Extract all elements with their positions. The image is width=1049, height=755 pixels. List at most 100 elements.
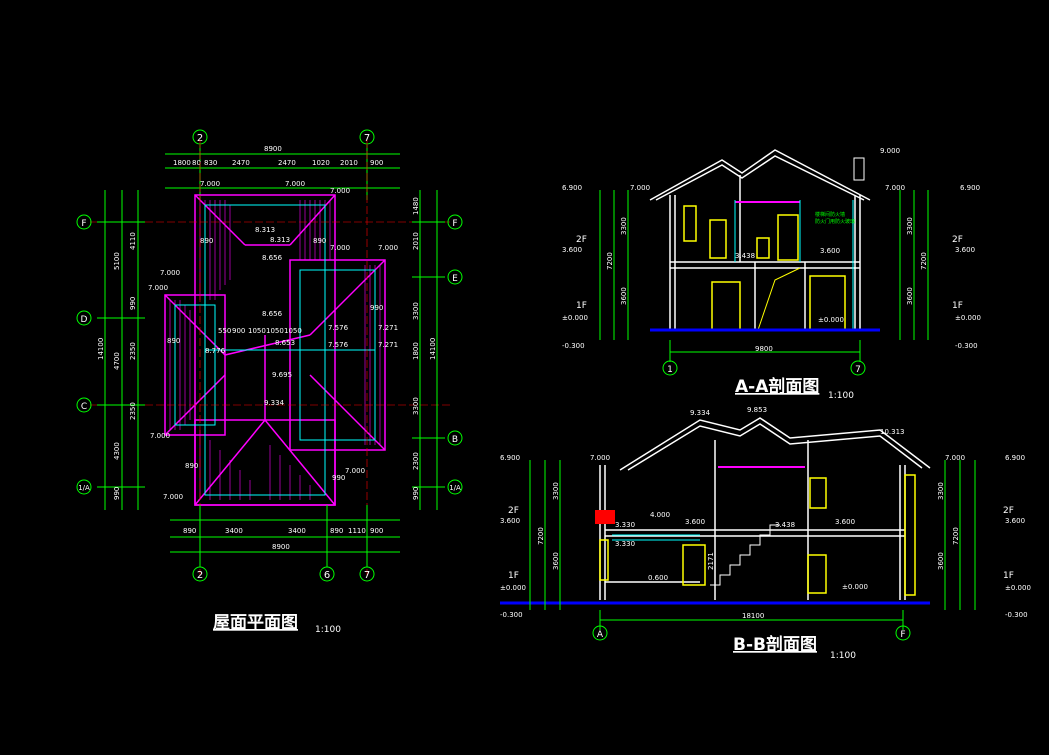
roof-left-d5: 2350 [129,342,137,360]
roof-plan-top-total: 8900 [264,145,282,153]
roof-plan-walls [174,204,376,496]
aa-level-r4: ±0.000 [955,314,981,322]
svg-text:1/A: 1/A [78,484,90,492]
bb-roof-2: 10.313 [880,428,905,436]
roof-dim-b5: 900 [370,527,383,535]
section-bb-cyan-frame [612,534,700,541]
axis-bubble-right-b: B [447,430,463,446]
svg-text:7: 7 [364,133,370,144]
roof-inner-6: 890 [313,237,326,245]
roof-inner-10: 990 [332,474,345,482]
aa-floor-0: 3.438 [735,252,755,260]
roof-left-d0: 5100 [113,252,121,270]
aa-level-l1: 2F [576,235,587,245]
bb-dim-l2: 3600 [552,552,560,570]
aa-level-l3: 1F [576,301,587,311]
svg-text:7: 7 [364,570,370,581]
roof-left-d2: 4700 [113,352,121,370]
bb-dim-r0: 7200 [952,527,960,545]
bb-level-l0: 6.900 [500,454,520,462]
bb-dim-l0: 7200 [537,527,545,545]
bb-eave-left: 7.000 [590,454,610,462]
aa-dim-l0: 7200 [606,252,614,270]
roof-inner-5: 890 [200,237,213,245]
bb-total: 18100 [742,612,764,620]
bb-floor-7: ±0.000 [842,583,868,591]
roof-left-d3: 4110 [129,232,137,250]
roof-inner-9: 990 [370,304,383,312]
svg-text:A: A [597,630,604,640]
roof-note-7: 9.334 [264,399,285,407]
roof-left-d4: 990 [129,297,137,310]
roof-elev-7: 7.000 [150,432,170,440]
bb-dim-l1: 3300 [552,482,560,500]
svg-text:F: F [81,219,86,229]
roof-elev-2: 7.000 [330,187,350,195]
svg-text:B: B [452,435,458,445]
roof-note-0: 8.313 [255,226,275,234]
bb-level-l5: -0.300 [500,611,523,619]
bb-level-r1: 2F [1003,506,1014,516]
roof-dim-t2: 830 [204,159,217,167]
roof-left-total: 14100 [97,338,105,360]
roof-elev-8: 7.000 [163,493,183,501]
section-aa-scale: 1:100 [828,391,854,401]
bb-level-r5: -0.300 [1005,611,1028,619]
aa-axis-bubble-1: 1 [662,360,678,376]
roof-note-1: 8.313 [270,236,290,244]
roof-note-2: 8.656 [262,254,283,262]
section-aa-chimney [853,157,865,181]
bb-axis-bubble-a: A [592,625,608,641]
roof-inner-8: 890 [185,462,198,470]
axis-bubble-right-1a: 1/A [447,479,463,495]
svg-text:F: F [452,219,457,229]
roof-inner-2: 1050 [248,327,266,335]
bb-floor-3: 3.600 [835,518,855,526]
aa-annotation-1: 防火门用防火玻璃 [815,218,855,225]
roof-plan: 2 7 8900 1800 80 830 2470 2470 1020 2010… [76,129,463,635]
bb-inner-0: 2171 [707,552,715,570]
roof-dim-t7: 900 [370,159,383,167]
aa-level-r0: 6.900 [960,184,980,192]
bb-dim-r2: 3600 [937,552,945,570]
bb-eave-right: 7.000 [945,454,965,462]
aa-floor-1: 3.600 [820,247,840,255]
roof-elev-0: 7.000 [200,180,220,188]
aa-level-r5: -0.300 [955,342,978,350]
axis-bubble-left-d: D [76,310,92,326]
bb-floor-6: 0.600 [648,574,668,582]
roof-plan-scale: 1:100 [315,625,341,635]
roof-inner-3: 1050 [266,327,284,335]
roof-inner-1: 900 [232,327,245,335]
roof-elev-4: 7.000 [378,244,398,252]
roof-dim-t5: 1020 [312,159,330,167]
section-bb-dimensions [529,460,976,630]
bb-level-r3: 1F [1003,571,1014,581]
bb-roof-1: 9.853 [747,406,767,414]
aa-level-r1: 2F [952,235,963,245]
roof-note-8: 7.576 [328,324,349,332]
roof-plan-bottom-dimensions [170,505,400,567]
bb-floor-4: 3.330 [615,521,635,529]
roof-elev-5: 7.000 [160,269,180,277]
roof-note-10: 7.271 [378,324,398,332]
roof-note-4: 8.653 [275,339,295,347]
roof-elev-6: 7.000 [148,284,168,292]
section-aa-cyan-frame [734,200,854,330]
bb-floor-5: 3.330 [615,540,635,548]
roof-note-6: 9.695 [272,371,292,379]
roof-inner-4: 1050 [284,327,302,335]
roof-note-11: 7.271 [378,341,398,349]
section-aa-dimensions [599,190,929,362]
svg-text:6: 6 [324,570,330,581]
aa-level-l4: ±0.000 [562,314,588,322]
aa-eave-right: 7.000 [885,184,905,192]
aa-level-l0: 6.900 [562,184,582,192]
roof-dim-b3: 890 [330,527,343,535]
section-bb-roof [619,417,931,471]
aa-floor-2: ±0.000 [818,316,844,324]
section-bb: 6.900 2F 3.600 1F ±0.000 -0.300 6.900 2F… [500,406,1031,661]
roof-elev-3: 7.000 [330,244,350,252]
section-aa-walls [669,175,861,330]
svg-text:E: E [452,274,458,284]
